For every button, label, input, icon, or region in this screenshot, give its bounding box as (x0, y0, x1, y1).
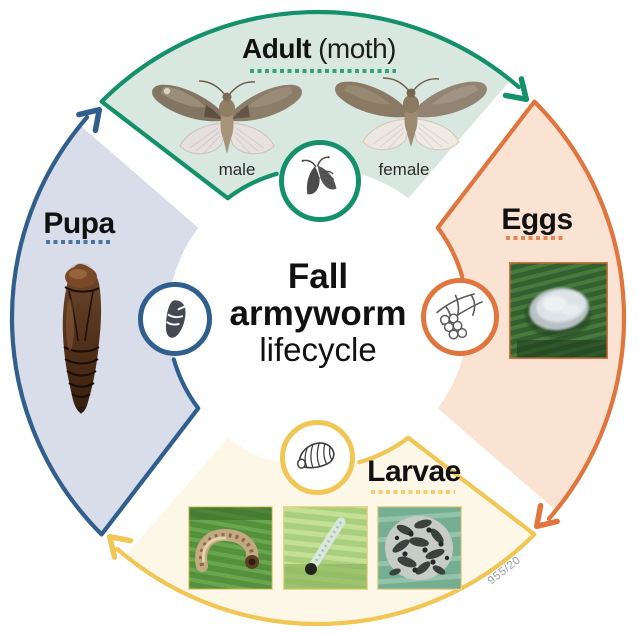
male-moth-photo (152, 80, 302, 155)
sector-eggs-border (435, 99, 627, 521)
larvae-arrow (106, 533, 134, 560)
eggs-arrow (533, 502, 560, 530)
adult-icon-circle (279, 140, 361, 222)
female-caption: female (378, 160, 430, 179)
pupa-dotted-rule (46, 240, 111, 244)
pupa-label-text: Pupa (43, 207, 115, 240)
adult-label-text: Adult (242, 33, 312, 64)
larva-icon (297, 442, 335, 470)
stage-label-eggs: Eggs (501, 203, 573, 237)
adult-arrow (502, 76, 530, 103)
female-moth-photo (335, 77, 487, 151)
sector-larvae-border (115, 435, 537, 627)
stage-label-adult: Adult(moth) (242, 33, 396, 65)
larvae-dotted-rule (371, 490, 455, 494)
eggs-photo (509, 262, 608, 359)
larva-photo-2 (283, 506, 368, 590)
eggs-dotted-rule (506, 236, 565, 240)
larva-photo-1 (188, 506, 273, 590)
larvae-label-text: Larvae (367, 455, 461, 488)
pupa-icon (165, 300, 189, 338)
larva-photo-3 (377, 506, 462, 590)
sector-adult-border (99, 9, 521, 201)
title-line-1: Fall (287, 256, 349, 296)
larvae-icon-circle (280, 420, 355, 495)
pupa-arrow (76, 106, 103, 134)
adult-sublabel-text: (moth) (318, 33, 396, 64)
title-line-2: armyworm (229, 293, 407, 333)
pupa-icon-circle (138, 282, 212, 356)
eggs-icon (436, 293, 484, 340)
sector-pupa-border (9, 115, 201, 537)
eggs-label-text: Eggs (501, 203, 573, 236)
title-line-3: lifecycle (259, 330, 377, 368)
male-caption: male (218, 160, 256, 179)
stage-label-pupa: Pupa (43, 207, 115, 241)
pupa-photo (62, 263, 102, 414)
adult-dotted-rule (250, 69, 396, 73)
moth-icon (301, 156, 337, 195)
diagram-title: Fall armyworm lifecycle (229, 256, 407, 368)
eggs-icon-circle (421, 278, 499, 356)
sector-pupa-fill (11, 125, 199, 535)
stage-label-larvae: Larvae (367, 455, 461, 489)
